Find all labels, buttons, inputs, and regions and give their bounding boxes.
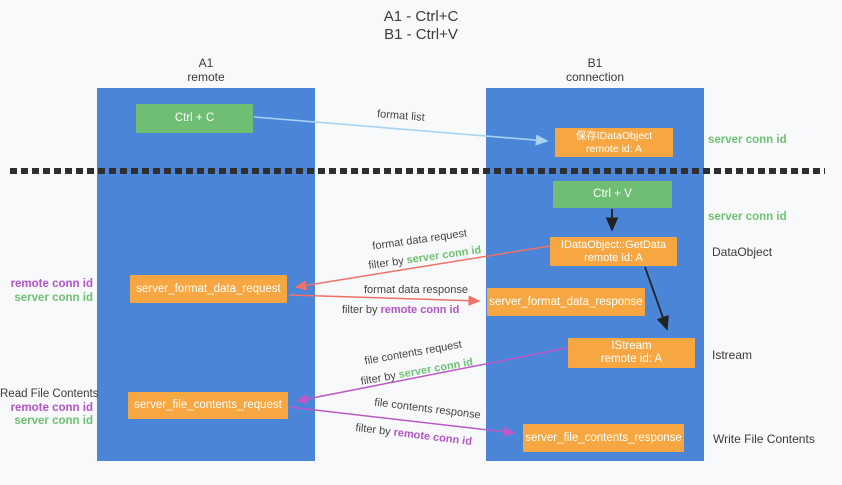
column-header-b1: B1 connection bbox=[486, 56, 704, 84]
filter-remote-conn-id: remote conn id bbox=[380, 304, 460, 316]
annotation-remote-conn-id-format: remote conn id bbox=[10, 278, 93, 290]
node-file-request-label: server_file_contents_request bbox=[134, 399, 282, 411]
node-istream-line1: IStream bbox=[611, 340, 652, 352]
annotation-left-format-group: remote conn id server conn id bbox=[0, 278, 93, 305]
filter-by-text: filter by bbox=[367, 255, 405, 272]
annotation-remote-conn-id-file: remote conn id bbox=[10, 401, 93, 414]
node-ctrl-c-label: Ctrl + C bbox=[174, 112, 215, 124]
filter-by-text: filter by bbox=[354, 421, 392, 439]
node-server-file-contents-request: server_file_contents_request bbox=[128, 392, 288, 419]
node-server-format-data-request: server_format_data_request bbox=[130, 275, 287, 303]
node-ctrl-c: Ctrl + C bbox=[136, 104, 253, 133]
section-divider bbox=[10, 168, 825, 174]
filter-by-text: filter by bbox=[359, 369, 397, 388]
node-save-idataobject: 保存IDataObject remote id: A bbox=[555, 128, 673, 157]
node-getdata-line1: IDataObject::GetData bbox=[560, 238, 667, 251]
annotation-istream: Istream bbox=[712, 348, 753, 362]
column-a1-name: A1 bbox=[198, 56, 214, 70]
column-header-a1: A1 remote bbox=[97, 56, 315, 84]
node-server-file-contents-response: server_file_contents_response bbox=[523, 424, 684, 452]
node-istream: IStream remote id: A bbox=[568, 338, 695, 368]
flow-label-format-list: format list bbox=[376, 108, 426, 124]
node-format-response-label: server_format_data_response bbox=[489, 295, 643, 308]
flow-label-format-data-response: format data response bbox=[364, 284, 468, 296]
annotation-left-file-group: Read File Contents remote conn id server… bbox=[0, 388, 99, 429]
column-b1-name: B1 bbox=[587, 56, 603, 70]
annotation-read-file-contents: Read File Contents bbox=[0, 388, 99, 400]
annotation-dataobject: DataObject bbox=[712, 245, 773, 259]
node-idataobject-getdata: IDataObject::GetData remote id: A bbox=[550, 237, 677, 266]
node-file-response-label: server_file_contents_response bbox=[525, 431, 682, 444]
annotation-server-conn-id-top: server conn id bbox=[708, 134, 787, 146]
title-line-2: B1 - Ctrl+V bbox=[384, 26, 458, 43]
filter-by-text: filter by bbox=[342, 304, 378, 316]
column-a1-subtitle: remote bbox=[187, 70, 225, 84]
annotation-server-conn-id-format: server conn id bbox=[14, 291, 93, 304]
annotation-server-conn-id-file: server conn id bbox=[14, 415, 93, 427]
filter-server-conn-id: server conn id bbox=[397, 356, 474, 382]
node-istream-line2: remote id: A bbox=[600, 353, 663, 365]
filter-server-conn-id: server conn id bbox=[405, 244, 482, 267]
filter-remote-conn-id: remote conn id bbox=[392, 426, 473, 449]
column-b1-subtitle: connection bbox=[565, 70, 625, 84]
annotation-server-conn-id-mid: server conn id bbox=[708, 211, 787, 223]
flow-label-file-contents-response: file contents response bbox=[373, 396, 482, 422]
node-ctrl-v-label: Ctrl + V bbox=[593, 188, 632, 200]
node-server-format-data-response: server_format_data_response bbox=[487, 288, 645, 316]
node-save-idataobject-line2: remote id: A bbox=[585, 142, 643, 155]
annotation-write-file-contents: Write File Contents bbox=[713, 432, 815, 446]
diagram-title: A1 - Ctrl+C B1 - Ctrl+V bbox=[0, 8, 842, 44]
node-ctrl-v: Ctrl + V bbox=[553, 181, 672, 208]
node-getdata-line2: remote id: A bbox=[584, 251, 643, 264]
node-format-request-label: server_format_data_request bbox=[136, 282, 281, 295]
title-line-1: A1 - Ctrl+C bbox=[383, 8, 459, 25]
node-save-idataobject-line1: 保存IDataObject bbox=[575, 129, 653, 142]
